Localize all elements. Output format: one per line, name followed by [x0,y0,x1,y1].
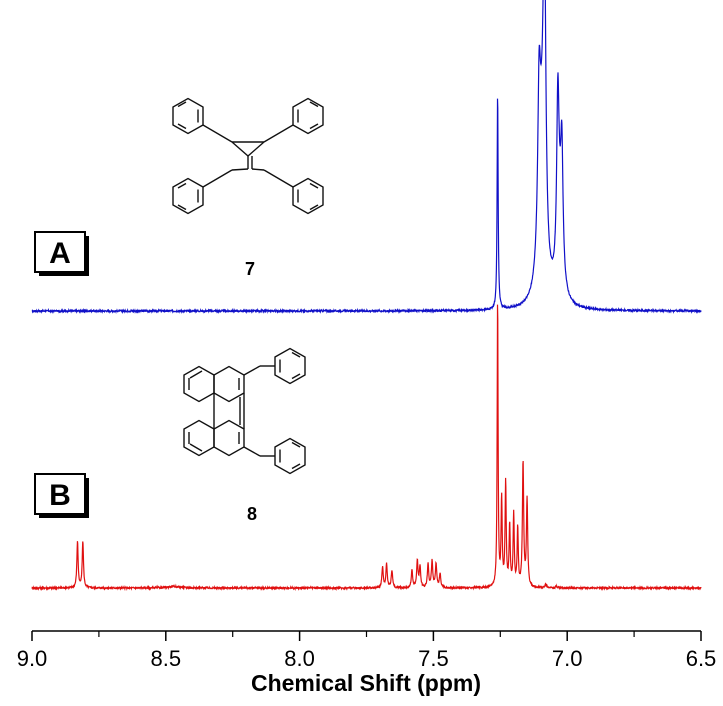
x-tick-label: 9.0 [17,646,48,671]
x-tick-label: 8.5 [151,646,182,671]
x-tick-label: 6.5 [686,646,717,671]
x-axis-ticks [31,631,702,641]
molecule-8-structure [183,347,306,475]
x-axis-tick-labels: 9.0 8.5 8.0 7.5 7.0 6.5 [17,646,717,671]
panel-label-b-box: B [34,473,89,518]
x-tick-label: 7.5 [418,646,449,671]
molecule-7-structure [172,97,324,215]
x-tick-label: 8.0 [284,646,315,671]
panel-label-a-box: A [34,231,89,276]
x-tick-label: 7.0 [552,646,583,671]
compound-label-8: 8 [247,504,257,524]
compound-label-7: 7 [245,259,255,279]
series-a-spectrum [31,0,702,315]
series-b-spectrum [31,304,702,592]
x-axis-title: Chemical Shift (ppm) [251,670,481,696]
panel-label-b: B [49,479,71,512]
panel-label-a: A [49,237,71,270]
